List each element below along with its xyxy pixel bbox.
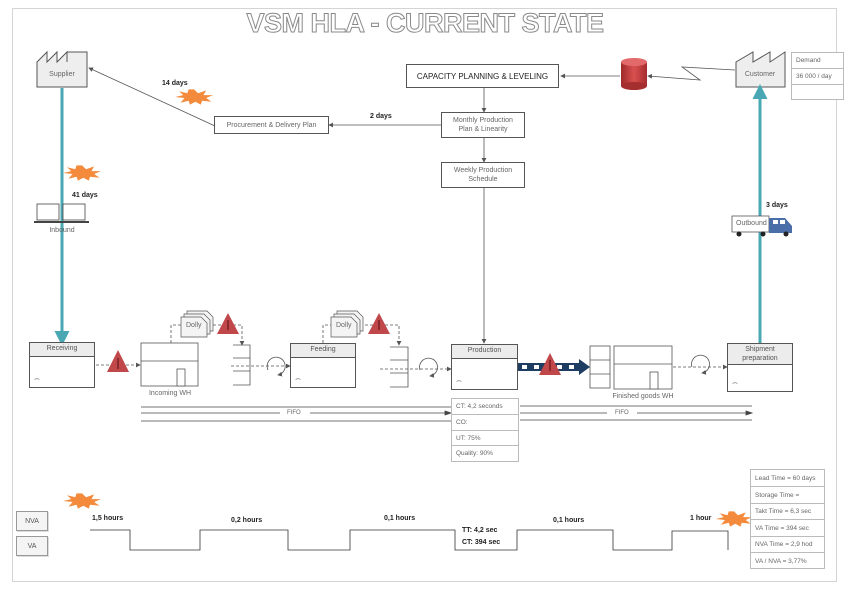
data-co: CO: xyxy=(452,415,518,431)
finished-wh-label: Finished goods WH xyxy=(612,393,674,400)
fifo-label: FIFO xyxy=(615,410,629,416)
dolly-label: Dolly xyxy=(336,322,352,329)
summary-va-time: VA Time = 394 sec xyxy=(751,520,824,537)
inventory-warning-icon xyxy=(539,353,561,375)
va-takt-label: TT: 4,2 sec xyxy=(462,527,498,534)
inventory-warning-icon xyxy=(217,313,239,334)
kaizen-burst-icon xyxy=(175,89,213,105)
data-ct: CT: 4,2 seconds xyxy=(452,399,518,415)
customer-factory-icon[interactable] xyxy=(735,51,786,88)
demand-empty xyxy=(792,85,843,99)
operator-icon: ⌢ xyxy=(456,375,462,385)
nva-time-label: 1 hour xyxy=(690,515,712,522)
electronic-info-flow xyxy=(647,66,736,81)
dolly-kanban-icon xyxy=(330,310,364,338)
outbound-truck-icon xyxy=(731,215,792,237)
finished-goods-warehouse-icon xyxy=(589,345,673,390)
dolly-kanban-icon xyxy=(180,310,214,338)
supermarket-icon xyxy=(390,346,409,388)
supplier-lead-label: 14 days xyxy=(162,80,188,87)
database-icon xyxy=(621,58,647,90)
summary-takt-time: Takt Time = 6,3 sec xyxy=(751,504,824,520)
fifo-lane xyxy=(141,406,453,422)
summary-va-nva: VA / NVA = 3,77% xyxy=(755,558,807,565)
nva-legend-button[interactable]: NVA xyxy=(16,511,48,531)
incoming-wh-label: Incoming WH xyxy=(148,390,192,397)
process-title: Receiving xyxy=(30,343,94,357)
nva-time-label: 0,1 hours xyxy=(553,517,585,524)
demand-value: 36 000 / day xyxy=(792,69,843,85)
customer-label: Customer xyxy=(744,71,776,78)
inbound-label: Inbound xyxy=(49,227,75,234)
summary-lead-time: Lead Time = 60 days xyxy=(751,470,824,487)
process-title: Shipment preparation xyxy=(728,344,792,365)
capacity-planning-box[interactable]: CAPACITY PLANNING & LEVELING xyxy=(406,64,559,88)
production-data-box: CT: 4,2 seconds CO: UT: 75% Quality: 90% xyxy=(451,398,519,462)
kaizen-burst-icon xyxy=(63,165,101,181)
nva-time-label: 0,1 hours xyxy=(384,515,416,522)
nva-time-label: 1,5 hours xyxy=(92,515,124,522)
monthly-plan-line2: Plan & Linearity xyxy=(458,126,508,133)
procurement-plan-box[interactable]: Procurement & Delivery Plan xyxy=(214,116,329,134)
inbound-truck-icon xyxy=(34,203,89,223)
summary-storage-time: Storage Time = xyxy=(751,487,824,504)
va-ct-label: CT: 394 sec xyxy=(462,539,501,546)
process-title: Production xyxy=(452,345,517,359)
supplier-label: Supplier xyxy=(49,71,75,78)
data-ut: UT: 75% xyxy=(452,431,518,446)
va-legend-button[interactable]: VA xyxy=(16,536,48,556)
nva-time-label: 0,2 hours xyxy=(231,517,263,524)
process-receiving[interactable]: Receiving ⌢ xyxy=(29,342,95,388)
inbound-lead-label: 41 days xyxy=(72,192,98,199)
summary-nva-time: NVA Time = 2,9 hod xyxy=(751,537,824,553)
kaizen-burst-icon xyxy=(715,511,753,527)
supermarket-icon xyxy=(233,344,251,386)
process-production[interactable]: Production ⌢ xyxy=(451,344,518,390)
weekly-schedule-line1: Weekly Production xyxy=(453,167,513,174)
timeline-step-line xyxy=(90,529,729,551)
data-quality: Quality: 90% xyxy=(456,450,493,457)
weekly-schedule-box[interactable]: Weekly Production Schedule xyxy=(441,162,525,188)
operator-icon: ⌢ xyxy=(34,373,40,383)
fifo-label: FIFO xyxy=(287,410,301,416)
kaizen-burst-icon xyxy=(63,493,101,509)
supplier-factory-icon[interactable] xyxy=(36,50,88,88)
page-frame xyxy=(12,8,837,582)
cycle-arrow-icon xyxy=(691,354,710,375)
monthly-plan-box[interactable]: Monthly Production Plan & Linearity xyxy=(441,112,525,138)
info-flow-line xyxy=(88,67,216,127)
summary-table: Lead Time = 60 days Storage Time = Takt … xyxy=(750,469,825,569)
demand-header: Demand xyxy=(792,53,843,69)
operator-icon: ⌢ xyxy=(295,373,301,383)
monthly-plan-line1: Monthly Production xyxy=(453,117,513,124)
page-title: VSM HLA - CURRENT STATE xyxy=(246,8,604,39)
operator-icon: ⌢ xyxy=(732,377,738,387)
inventory-warning-icon xyxy=(368,313,390,334)
fifo-lane xyxy=(520,405,754,421)
inventory-warning-icon xyxy=(107,350,129,372)
process-shipment-preparation[interactable]: Shipment preparation ⌢ xyxy=(727,343,793,392)
procurement-lead-label: 2 days xyxy=(370,113,392,120)
process-feeding[interactable]: Feeding ⌢ xyxy=(290,343,356,388)
cycle-arrow-icon xyxy=(266,356,286,377)
weekly-schedule-line2: Schedule xyxy=(468,176,498,183)
incoming-warehouse-icon xyxy=(140,342,199,387)
demand-table: Demand 36 000 / day xyxy=(791,52,844,100)
dolly-label: Dolly xyxy=(186,322,202,329)
outbound-label: Outbound xyxy=(736,220,767,227)
outbound-lead-label: 3 days xyxy=(766,202,788,209)
process-title: Feeding xyxy=(291,344,355,358)
cycle-arrow-icon xyxy=(419,357,438,378)
